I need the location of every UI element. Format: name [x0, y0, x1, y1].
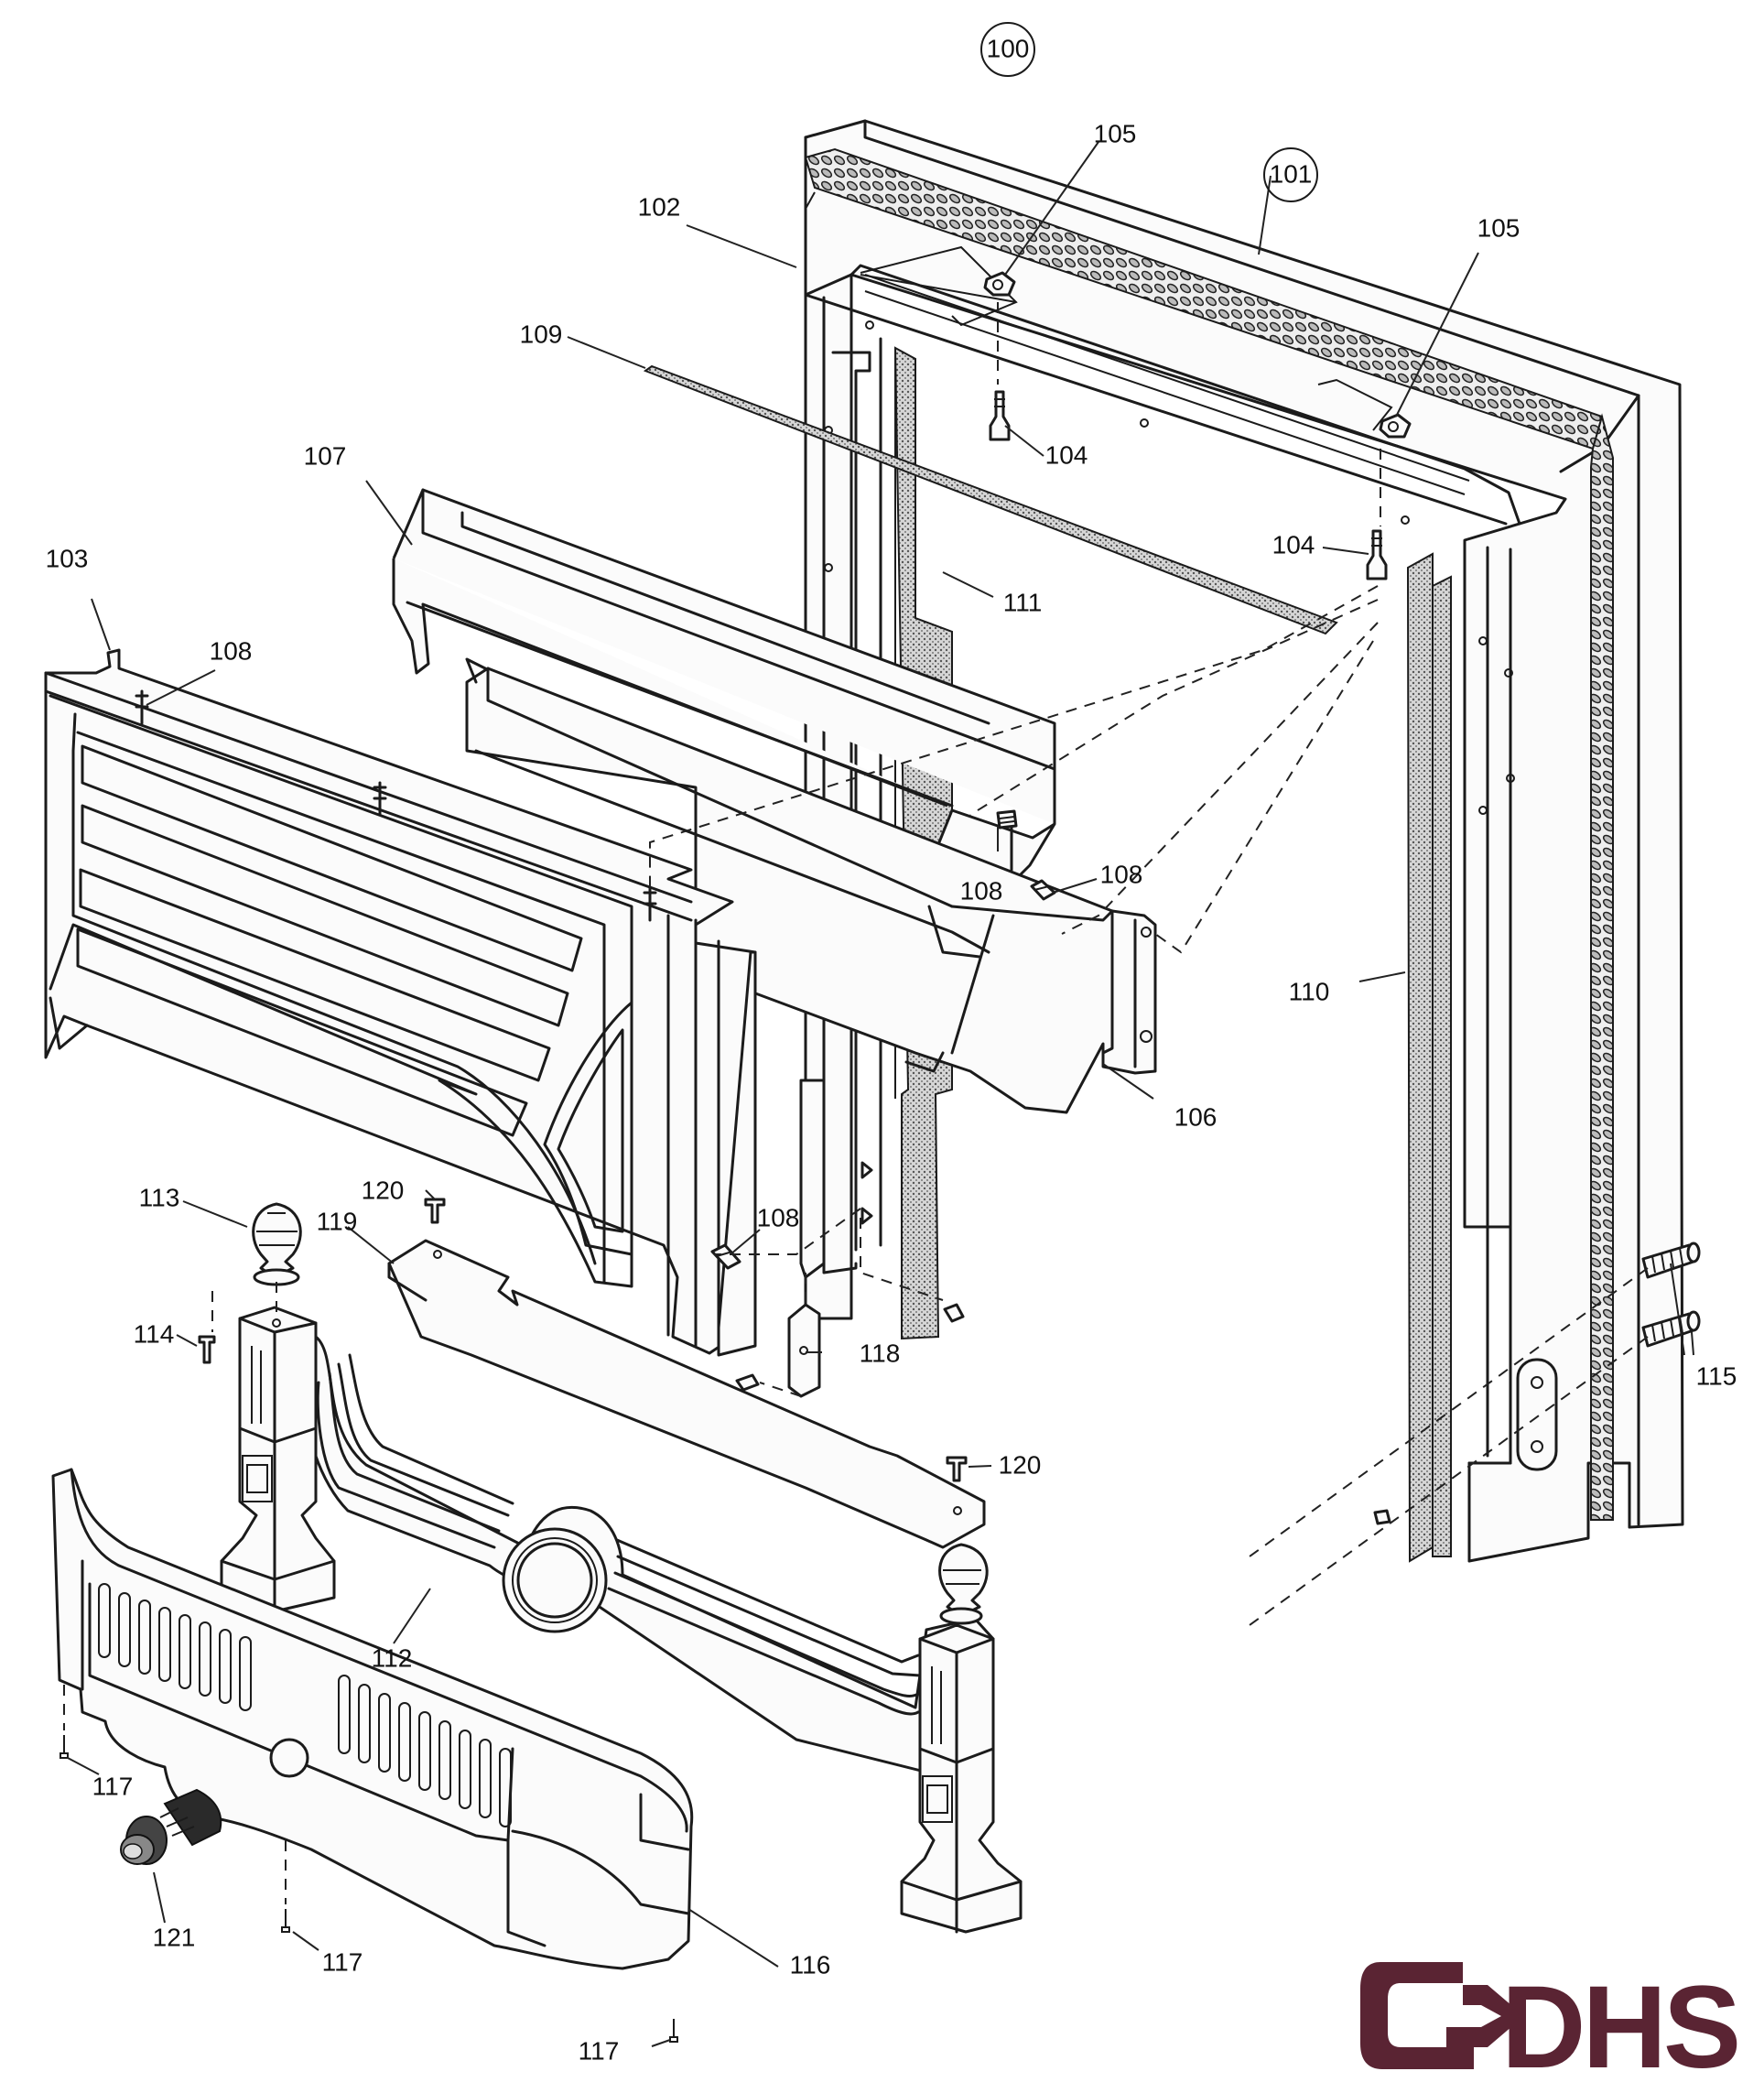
gasket-109	[643, 364, 1338, 635]
callout-106: 106	[1174, 1102, 1217, 1131]
dhs-logo: DHS	[1360, 1962, 1741, 2093]
front-panel-103	[44, 648, 757, 1355]
callout-104-top: 104	[1045, 440, 1088, 469]
callout-113: 113	[139, 1183, 180, 1211]
circled-label-101	[1263, 147, 1318, 202]
callout-109: 109	[520, 320, 563, 348]
finial-113-icon	[252, 1202, 302, 1286]
plate-119	[387, 1239, 986, 1549]
callout-121: 121	[153, 1923, 196, 1951]
callout-119: 119	[317, 1207, 358, 1235]
fender-112	[304, 1335, 995, 1787]
callout-102: 102	[638, 192, 681, 221]
callout-116: 116	[790, 1950, 831, 1979]
callout-112: 112	[372, 1643, 413, 1672]
callout-114: 114	[134, 1319, 175, 1348]
callout-108-lower: 108	[757, 1203, 800, 1231]
knob-121-icon	[120, 1788, 222, 1865]
callout-110: 110	[1289, 977, 1330, 1005]
assembly-lines	[63, 302, 1649, 1904]
baffle-107	[392, 488, 1056, 885]
dhs-logo-text: DHS	[1501, 1962, 1737, 2093]
callout-111: 111	[1003, 588, 1043, 616]
callout-117-middle: 117	[322, 1947, 363, 1976]
callout-120-top: 120	[362, 1176, 405, 1204]
callout-103: 103	[46, 544, 89, 572]
clip-118	[787, 1303, 821, 1398]
callout-115: 115	[1696, 1361, 1737, 1390]
callout-117-left: 117	[92, 1772, 134, 1800]
baffle-106	[465, 657, 1157, 1114]
callout-100: 100	[987, 34, 1030, 62]
callout-105-right: 105	[1477, 213, 1521, 242]
callout-108-baffle: 108	[960, 876, 1003, 905]
ashpan-116	[51, 1468, 694, 1970]
callout-118: 118	[860, 1339, 901, 1367]
gasket-110	[1406, 552, 1434, 1563]
callout-101: 101	[1270, 159, 1313, 188]
callout-104-right: 104	[1272, 530, 1315, 558]
circled-label-100	[980, 22, 1035, 77]
callout-108-bolt: 108	[1100, 860, 1143, 888]
outer-frame-101	[804, 119, 1684, 1563]
finial-right-icon	[938, 1543, 989, 1625]
dhs-logo-icon	[1360, 1962, 1524, 2069]
post-right	[900, 1623, 1023, 1934]
callouts: 100 101 102 103 104 104 105 105 106 107 …	[46, 34, 1737, 2065]
callout-108-panel: 108	[210, 636, 253, 665]
fasteners	[60, 271, 1701, 2043]
callout-105-top: 105	[1094, 119, 1137, 147]
callout-107: 107	[304, 441, 347, 470]
callout-117-bottom: 117	[579, 2036, 620, 2065]
bracket-inner	[799, 1079, 826, 1279]
post-left	[220, 1306, 336, 1613]
callout-120-bottom: 120	[999, 1450, 1042, 1479]
